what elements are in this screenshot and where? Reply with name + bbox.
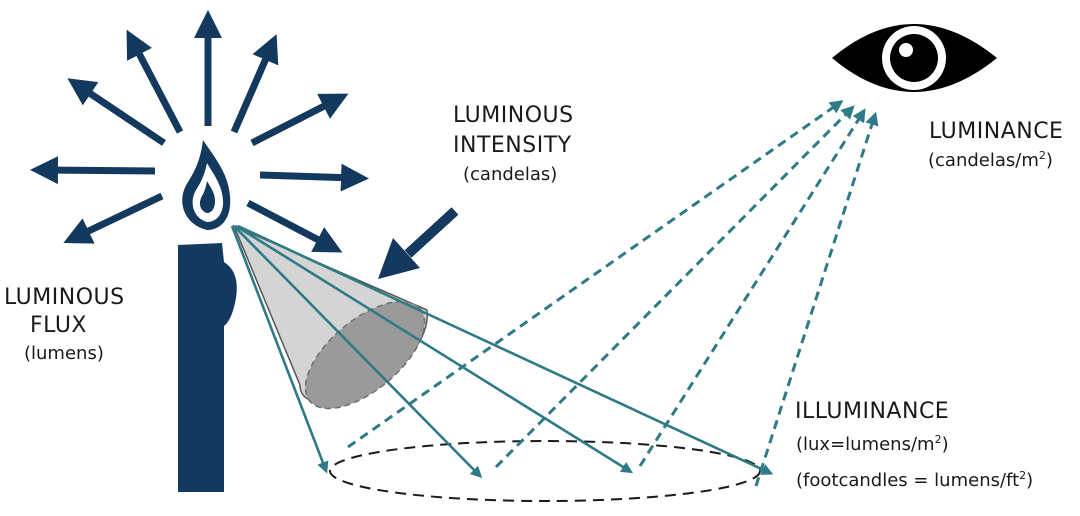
luminous-intensity-title-line1: LUMINOUS <box>453 103 574 128</box>
luminous-flux-title-line2: FLUX <box>30 313 87 338</box>
luminous-flux-title-line1: LUMINOUS <box>4 285 125 310</box>
luminous-intensity-unit: (candelas) <box>463 164 558 185</box>
flux-arrow-up-left <box>126 29 184 134</box>
flame-icon <box>182 140 231 230</box>
reflected-light-rays <box>347 100 879 487</box>
ray-1 <box>230 225 329 474</box>
illuminance-unit-footcandles: (footcandles = lumens/ft2) <box>796 469 1034 491</box>
luminous-intensity-cone <box>232 224 429 410</box>
illuminated-surface <box>329 440 761 502</box>
ray-2 <box>233 225 483 479</box>
flux-arrow-left-low <box>63 192 164 244</box>
reflected-ray-2 <box>494 105 855 469</box>
eye-icon <box>832 24 997 92</box>
flux-arrow-left <box>30 156 156 185</box>
reflected-ray-3 <box>638 108 866 467</box>
flux-arrow-left-high <box>67 78 166 146</box>
flux-arrow-right-high <box>250 93 349 147</box>
reflected-ray-1 <box>347 100 844 449</box>
luminous-flux-unit: (lumens) <box>24 343 104 364</box>
illuminance-unit-lux: (lux=lumens/m2) <box>796 433 949 455</box>
luminance-unit: (candelas/m2) <box>928 149 1053 171</box>
flux-arrow-right-low <box>246 199 343 253</box>
luminous-flux-arrows <box>30 9 369 253</box>
reflected-ray-4 <box>754 111 879 487</box>
flux-arrow-up-right <box>230 34 279 134</box>
luminous-intensity-title-line2: INTENSITY <box>453 133 572 158</box>
incident-light-rays <box>230 224 774 479</box>
intensity-pointer-arrow <box>378 207 459 279</box>
ray-3 <box>235 224 633 474</box>
luminance-title: LUMINANCE <box>929 119 1064 144</box>
ray-4 <box>237 224 774 475</box>
candle-icon <box>178 140 237 492</box>
illuminance-title: ILLUMINANCE <box>795 399 950 424</box>
cone-base <box>304 300 426 410</box>
flux-arrow-right <box>259 163 369 192</box>
